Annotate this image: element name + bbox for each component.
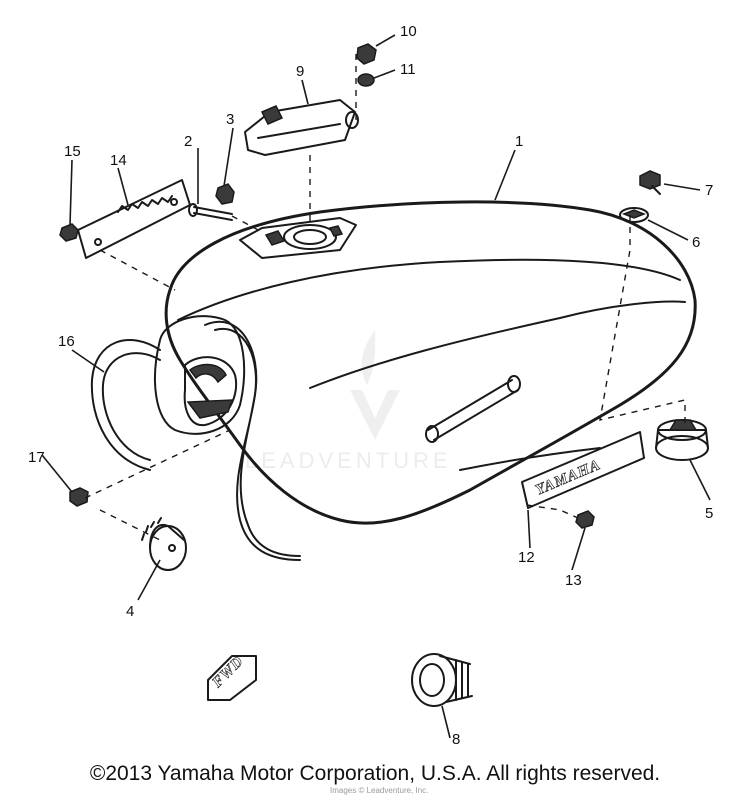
callout-17: 17 bbox=[28, 449, 45, 466]
leader-lines bbox=[41, 34, 711, 739]
callout-2: 2 bbox=[184, 133, 192, 150]
drain-plug bbox=[411, 653, 473, 707]
fuel-tank bbox=[164, 200, 697, 525]
watermark-small-text: Images © Leadventure, Inc. bbox=[330, 786, 429, 795]
trim-screw bbox=[69, 487, 89, 507]
watermark-logo: LEADVENTURE bbox=[245, 330, 452, 473]
callout-5: 5 bbox=[705, 505, 713, 522]
knee-recess bbox=[154, 315, 246, 435]
filler-cap bbox=[244, 99, 359, 156]
loose-emblem: FWD bbox=[207, 653, 257, 701]
callout-6: 6 bbox=[692, 234, 700, 251]
tank-bracket bbox=[425, 375, 521, 443]
filler-neck bbox=[239, 217, 357, 259]
callout-4: 4 bbox=[126, 603, 134, 620]
mount-nut bbox=[215, 183, 235, 205]
callouts: 1 2 3 4 5 6 7 8 9 10 11 12 13 14 15 16 1… bbox=[28, 23, 713, 748]
plate-screw bbox=[59, 223, 79, 242]
tank-emblem: YAMAHA bbox=[521, 431, 645, 509]
vent-bolt bbox=[639, 170, 661, 195]
copyright-notice: ©2013 Yamaha Motor Corporation, U.S.A. A… bbox=[89, 762, 661, 785]
grommet bbox=[619, 207, 649, 223]
cap-washer bbox=[357, 73, 375, 87]
rubber-trim bbox=[90, 320, 301, 561]
callout-10: 10 bbox=[400, 23, 417, 40]
callout-7: 7 bbox=[705, 182, 713, 199]
callout-15: 15 bbox=[64, 143, 81, 160]
callout-9: 9 bbox=[296, 63, 304, 80]
callout-8: 8 bbox=[452, 731, 460, 748]
watermark-text: LEADVENTURE bbox=[245, 448, 452, 473]
callout-1: 1 bbox=[515, 133, 523, 150]
callout-11: 11 bbox=[400, 61, 416, 78]
mount-bolt bbox=[188, 203, 233, 221]
tank-plate bbox=[77, 179, 191, 259]
callout-3: 3 bbox=[226, 111, 234, 128]
callout-12: 12 bbox=[518, 549, 535, 566]
knee-knob bbox=[141, 517, 187, 571]
tank-cap-plug bbox=[655, 419, 709, 461]
callout-14: 14 bbox=[110, 152, 127, 169]
callout-13: 13 bbox=[565, 572, 582, 589]
emblem-screw bbox=[575, 510, 595, 529]
cap-screw bbox=[356, 43, 377, 65]
assembly-lines bbox=[84, 52, 686, 541]
callout-16: 16 bbox=[58, 333, 75, 350]
